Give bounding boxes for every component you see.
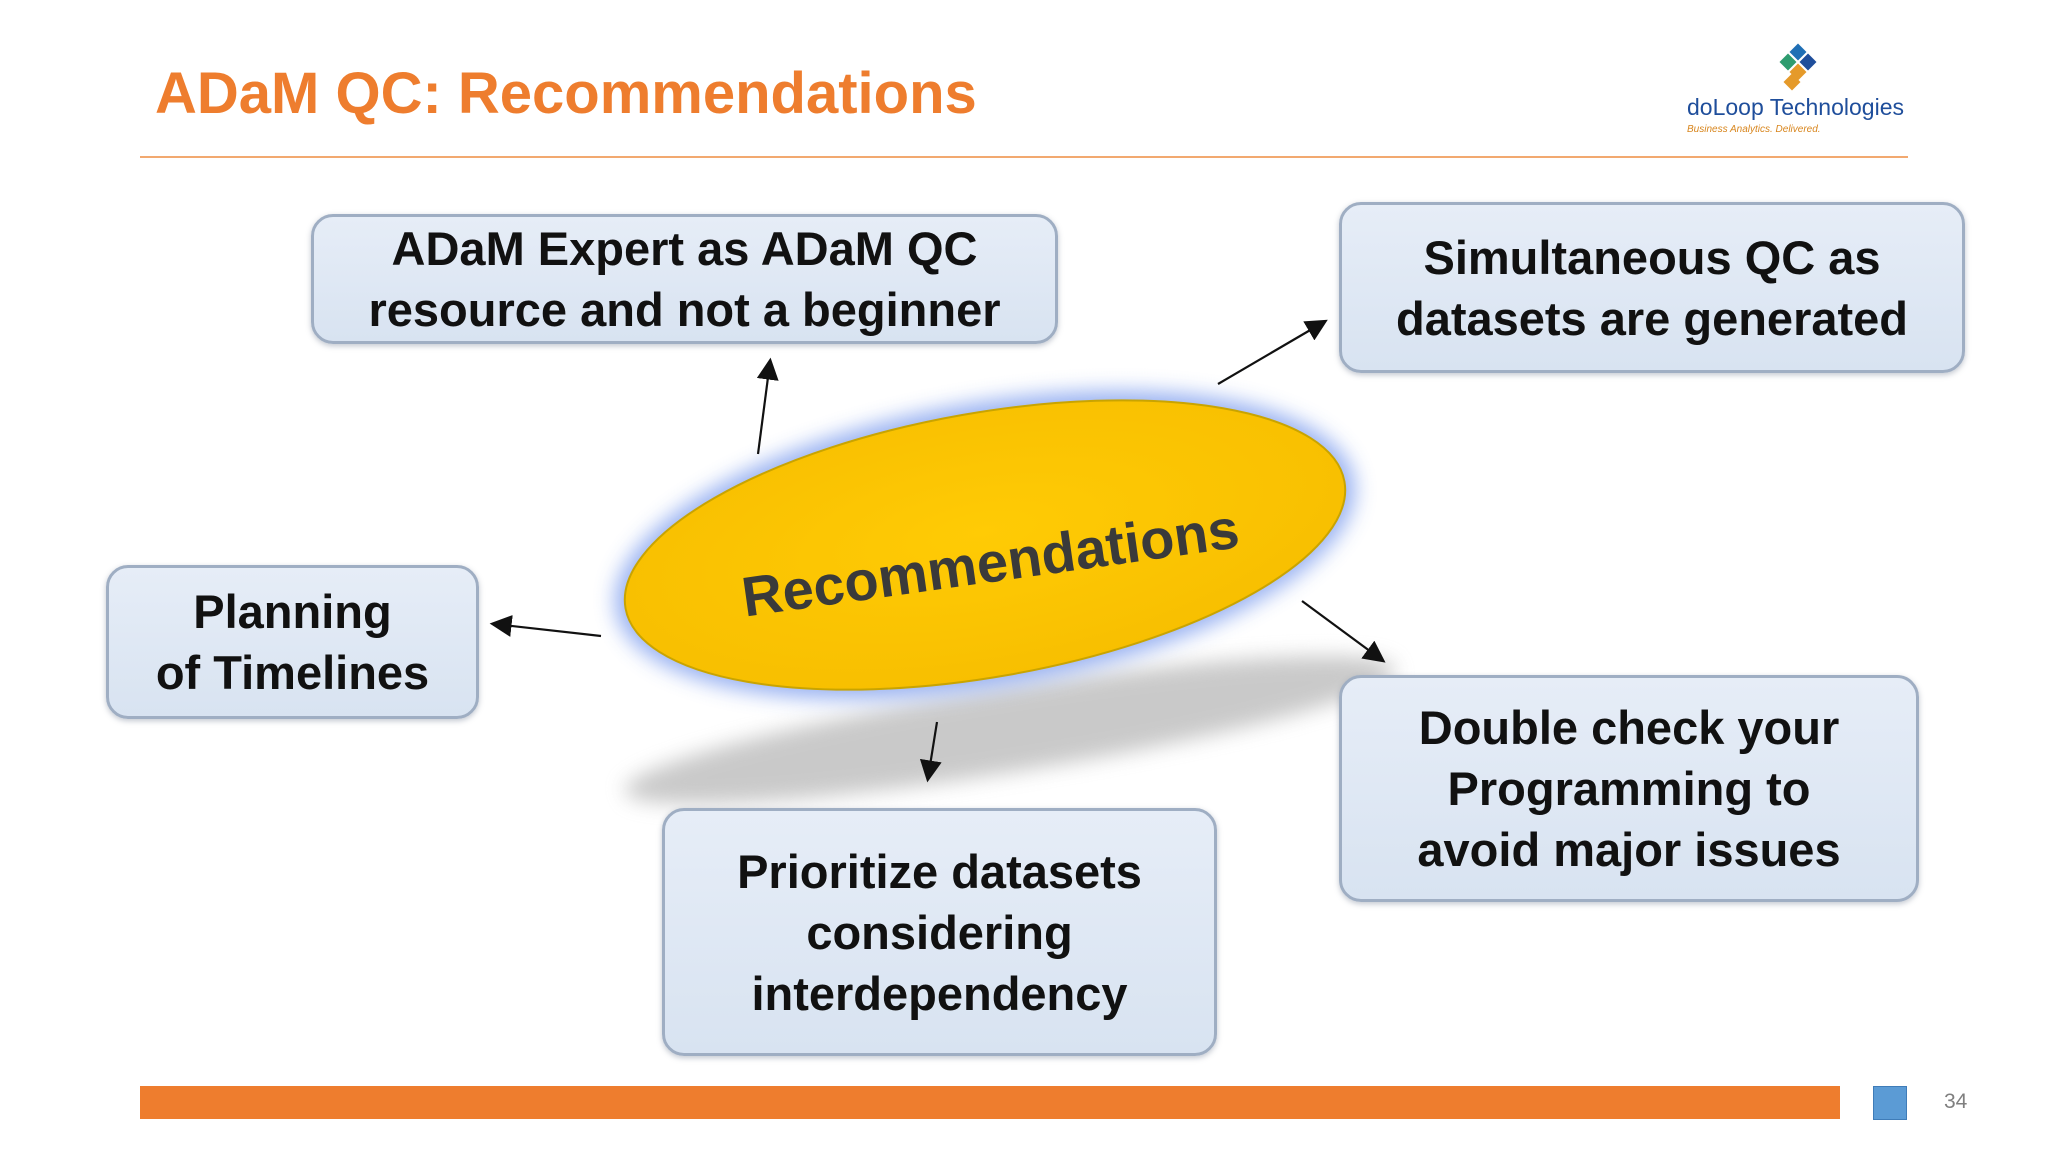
footer-square	[1873, 1086, 1907, 1120]
box-planning: Planning of Timelines	[106, 565, 479, 719]
arrow-to-expert	[756, 357, 779, 455]
box-double-check-text: Double check your Programming to avoid m…	[1417, 701, 1841, 876]
logo-name: doLoop Technologies	[1687, 94, 1904, 120]
box-double-check: Double check your Programming to avoid m…	[1339, 675, 1919, 902]
logo-tagline: Business Analytics. Delivered.	[1687, 124, 1821, 135]
arrow-to-simultaneous	[1217, 319, 1328, 385]
title-divider	[140, 156, 1908, 158]
arrow-to-planning	[489, 615, 602, 638]
box-expert: ADaM Expert as ADaM QC resource and not …	[311, 214, 1058, 344]
center-ellipse	[623, 399, 1347, 691]
box-prioritize: Prioritize datasets considering interdep…	[662, 808, 1217, 1056]
doloop-logo-icon	[1779, 43, 1817, 91]
page-number: 34	[1944, 1090, 1968, 1113]
slide-title: ADaM QC: Recommendations	[155, 61, 977, 126]
box-simultaneous-text: Simultaneous QC as datasets are generate…	[1395, 230, 1909, 345]
box-planning-text: Planning of Timelines	[155, 585, 430, 699]
arrow-to-double-check	[1301, 600, 1386, 663]
box-prioritize-text: Prioritize datasets considering interdep…	[737, 844, 1142, 1020]
box-expert-text: ADaM Expert as ADaM QC resource and not …	[368, 222, 1001, 336]
footer-bar	[140, 1086, 1840, 1119]
ellipse-shadow	[624, 656, 1396, 804]
box-simultaneous: Simultaneous QC as datasets are generate…	[1339, 202, 1965, 373]
arrow-to-prioritize	[919, 721, 942, 783]
